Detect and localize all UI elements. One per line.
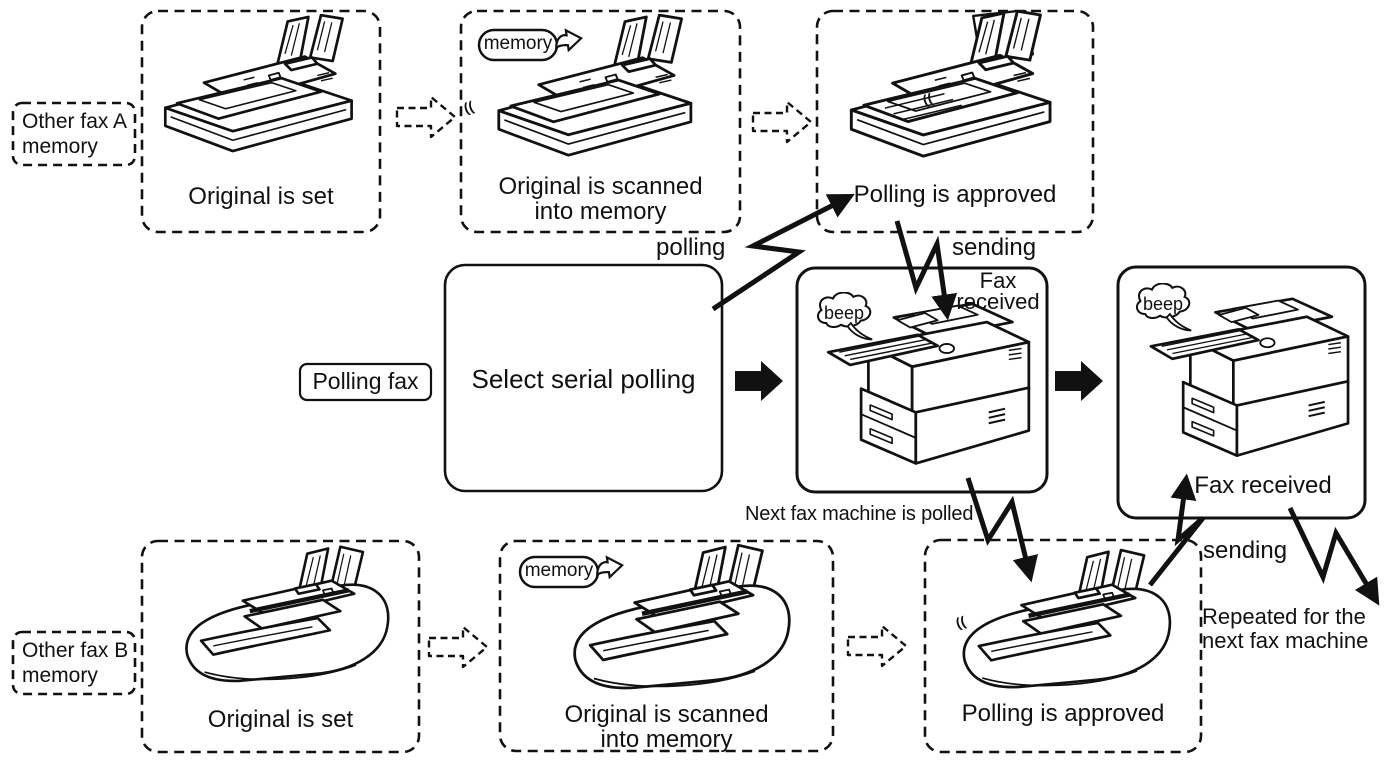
fax-machine-a1-illustration [163,14,353,153]
memory-bubble-a-text: memory [483,33,553,54]
zigzag-next-polled-arrow [965,477,1039,583]
memory-bubble-b [518,555,625,589]
caption-b-polling-approved: Polling is approved [961,700,1165,727]
fax-machine-b3-illustration [964,550,1170,687]
box-select-serial-polling [443,263,724,493]
caption-a-scanned: Original is scanned into memory [498,173,703,226]
beep-bubble-mid-text: beep [823,303,865,323]
caption-a-original-set: Original is set [188,183,334,210]
box-a-scanned [459,9,742,234]
box-fax-received-mid [795,266,1049,494]
zigzag-sending-bottom-arrow [1148,473,1205,587]
memory-bubble-a [477,28,584,62]
box-b-scanned [498,539,835,753]
memory-bubble-b-text: memory [524,560,594,581]
dashed-arrow-a1-a2 [395,95,457,139]
zigzag-sending-top-arrow [894,220,958,321]
sending-bottom-annotation: sending [1203,537,1288,564]
fax-received-mid-label: Fax received [956,268,1040,314]
dashed-arrow-b2-b3 [846,624,908,668]
polling-fax-copier-mid-illustration [826,302,1031,465]
box-other-fax-b-label [11,630,137,696]
box-other-fax-a-label [11,101,137,167]
caption-b-original-set: Original is set [207,706,354,733]
other-fax-a-label: Other fax A memory [22,110,128,158]
caption-b-scanned: Original is scanned into memory [564,701,769,754]
box-fax-received-right [1116,265,1367,520]
beep-bubble-right-text: beep [1142,294,1184,314]
arrow-select-to-mid [735,361,783,401]
polling-annotation: polling [656,234,726,261]
box-polling-fax-label [298,362,433,402]
dashed-arrow-b1-b2 [427,625,489,669]
box-a-polling-approved [815,9,1095,234]
box-a-original-set [140,9,382,234]
fax-machine-b1-illustration [186,547,388,681]
polling-fax-label: Polling fax [312,368,419,394]
zigzag-polling-arrow [711,194,855,312]
dashed-arrow-a2-a3 [751,100,813,144]
arrow-mid-to-right [1055,361,1103,401]
polling-fax-copier-right-illustration [1149,297,1350,457]
select-serial-polling-label: Select serial polling [471,364,696,394]
box-b-polling-approved [923,538,1203,754]
fax-machine-a3-illustration [851,10,1050,156]
next-polled-annotation: Next fax machine is polled [745,503,974,525]
other-fax-b-label: Other fax B memory [22,639,129,687]
caption-a-polling-approved: Polling is approved [853,181,1057,208]
sending-top-annotation: sending [952,234,1037,261]
box-b-original-set [140,539,421,754]
repeated-annotation: Repeated for the next fax machine [1202,604,1369,653]
fax-received-right-label: Fax received [1194,472,1332,499]
zigzag-repeated-arrow [1287,506,1380,606]
